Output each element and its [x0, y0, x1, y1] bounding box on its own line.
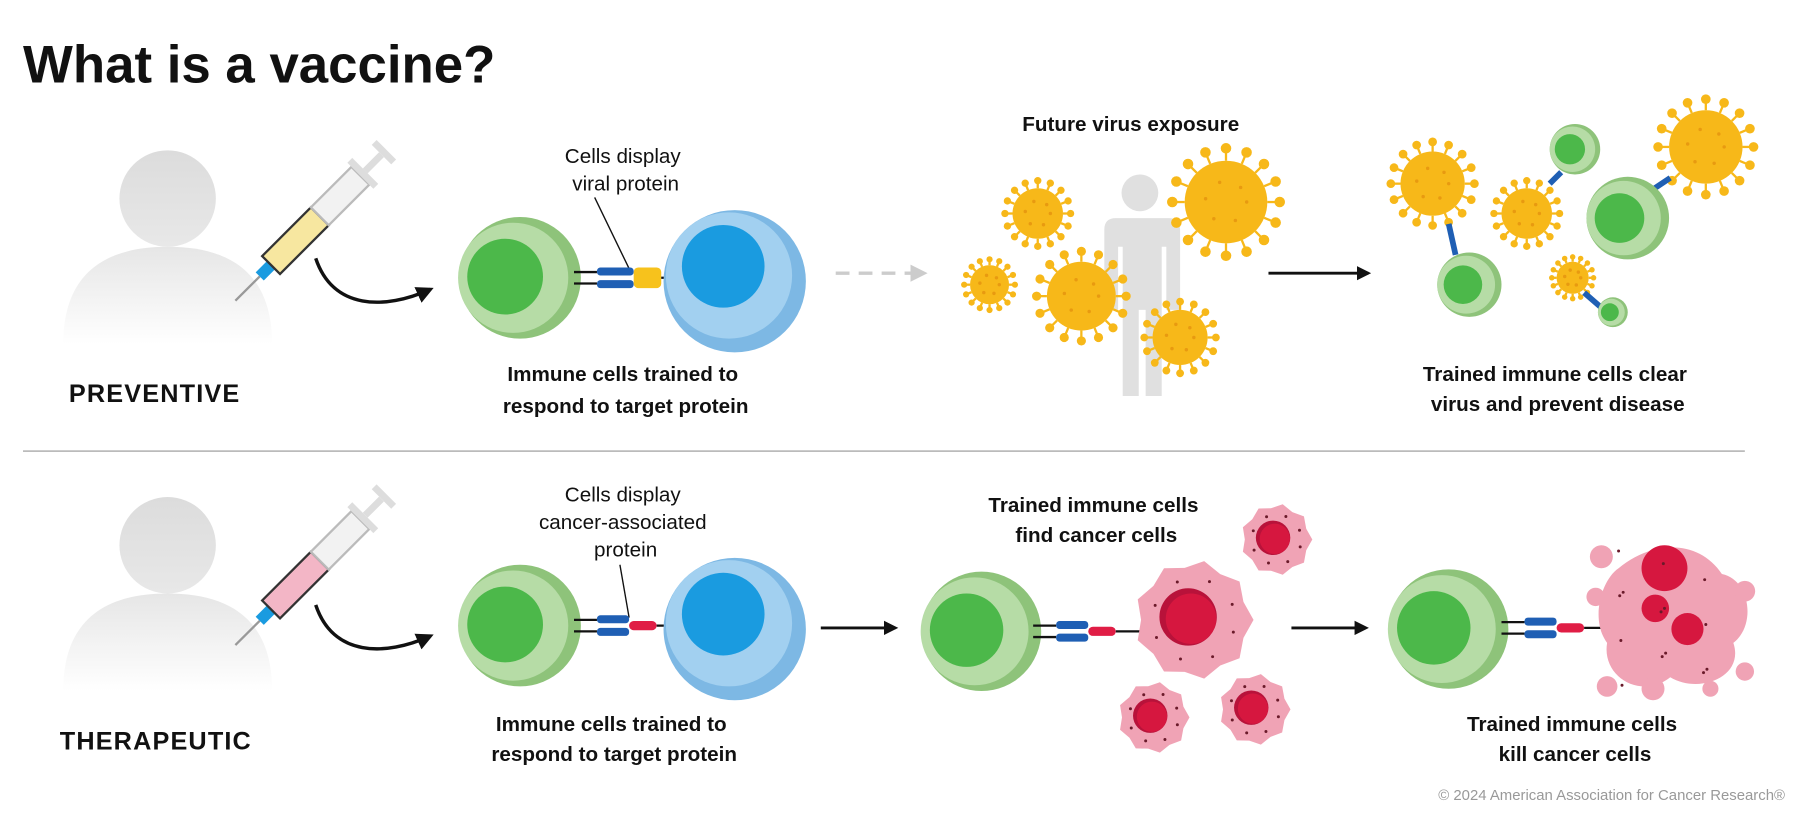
- find-label: Trained immune cells find cancer cells: [988, 494, 1204, 547]
- preventive-label: PREVENTIVE: [69, 380, 240, 408]
- antibody: [1651, 175, 1672, 192]
- presenting-cell: [663, 557, 806, 701]
- arrow-icon: [314, 604, 434, 651]
- cancer-cell: [1120, 682, 1190, 753]
- virus-icon: [1140, 297, 1220, 378]
- immune-cell: [1549, 123, 1601, 175]
- syringe-icon: [234, 140, 397, 302]
- immune-cell: [458, 216, 581, 339]
- display-label: Cells display cancer-associated protein: [539, 484, 712, 562]
- virus-icon: [1001, 177, 1075, 251]
- trained-label: Immune cells trained to respond to targe…: [503, 363, 749, 418]
- immune-cell: [458, 564, 581, 687]
- virus-icon: [1490, 177, 1564, 251]
- copyright: © 2024 American Association for Cancer R…: [1438, 787, 1785, 804]
- person-icon: [63, 150, 273, 345]
- cancer-cell: [1221, 674, 1291, 745]
- virus-icon: [961, 256, 1019, 314]
- immune-cell: [920, 571, 1042, 692]
- dying-cancer-cell: [1586, 545, 1756, 701]
- virus-icon: [1549, 254, 1597, 302]
- virus-icon: [1386, 137, 1479, 230]
- receptor-binding: [574, 615, 689, 636]
- virus-icon: [1653, 94, 1759, 200]
- virus-icon: [1166, 143, 1286, 262]
- receptor-binding: [574, 267, 689, 289]
- virus-icon: [1032, 246, 1131, 346]
- antibody: [1445, 223, 1459, 256]
- cancer-protein: [629, 621, 657, 631]
- receptor-binding: [1033, 621, 1143, 642]
- display-label: Cells display viral protein: [565, 145, 687, 196]
- result-label: Trained immune cells kill cancer cells: [1467, 713, 1683, 766]
- trained-label: Immune cells trained to respond to targe…: [491, 713, 737, 766]
- result-label: Trained immune cells clear virus and pre…: [1423, 363, 1693, 416]
- person-icon: [63, 497, 273, 692]
- immune-cell: [1586, 176, 1670, 260]
- therapeutic-row: THERAPEUTIC Cells display cancer-associa…: [60, 484, 1756, 766]
- exposure-label: Future virus exposure: [1022, 113, 1239, 136]
- cancer-cell: [1242, 504, 1313, 575]
- immune-cell: [1597, 297, 1628, 328]
- antibody: [1547, 170, 1564, 186]
- presenting-cell: [663, 210, 806, 353]
- preventive-row: PREVENTIVE Cells display viral protein I…: [63, 94, 1759, 418]
- immune-cell: [1387, 569, 1509, 689]
- viral-protein: [633, 267, 662, 289]
- immune-cell: [1437, 252, 1502, 317]
- arrow-icon: [314, 257, 434, 304]
- cancer-cell: [1137, 561, 1254, 679]
- receptor-binding: [1501, 617, 1608, 639]
- syringe-icon: [234, 484, 397, 646]
- antibody: [1582, 290, 1604, 310]
- page-title: What is a vaccine?: [23, 36, 495, 95]
- therapeutic-label: THERAPEUTIC: [60, 728, 252, 756]
